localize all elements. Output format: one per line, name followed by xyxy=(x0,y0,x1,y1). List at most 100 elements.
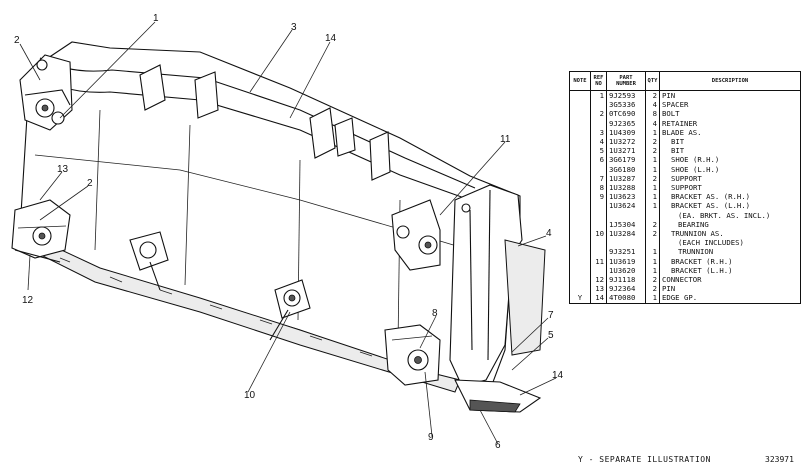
note-cell xyxy=(569,109,591,119)
parts-table: NOTE REF NO PART NUMBER QTY DESCRIPTION … xyxy=(569,71,801,304)
qty-cell: 1 xyxy=(645,155,660,165)
part-number-cell: 1U3271 xyxy=(606,146,646,156)
ref-no-cell: 1 xyxy=(590,90,607,101)
qty-cell: 1 xyxy=(645,127,660,138)
note-cell xyxy=(569,155,591,165)
description-cell: EDGE GP. xyxy=(659,293,801,304)
description-text: (EACH INCLUDES) xyxy=(678,238,744,248)
qty-cell: 1 xyxy=(645,265,660,276)
description-text: SPACER xyxy=(662,100,689,110)
description-text: (EA. BRKT. AS. INCL.) xyxy=(678,210,771,220)
description-text: TRUNNION xyxy=(678,247,714,257)
part-number-cell: 3G6180 xyxy=(606,164,646,174)
note-cell xyxy=(569,127,591,138)
callout-3: 3 xyxy=(291,22,297,33)
ref-no-cell: 12 xyxy=(590,275,607,285)
description-text: BEARING xyxy=(678,219,709,229)
ref-no-cell: 8 xyxy=(590,183,607,193)
table-row: (EA. BRKT. AS. INCL.) xyxy=(569,210,801,220)
description-text: BIT xyxy=(671,137,685,147)
part-number-cell: 1U3623 xyxy=(606,192,646,202)
ref-no-cell: 11 xyxy=(590,256,607,266)
ref-no-cell: 7 xyxy=(590,173,607,184)
parts-table-header: NOTE REF NO PART NUMBER QTY DESCRIPTION xyxy=(569,71,801,91)
ref-no-cell: 3 xyxy=(590,127,607,138)
note-cell xyxy=(569,275,591,285)
part-number-cell: 1U3284 xyxy=(606,229,646,239)
header-qty: QTY xyxy=(645,71,660,91)
note-cell xyxy=(569,265,591,276)
callout-8: 8 xyxy=(432,308,438,319)
note-cell xyxy=(569,146,591,156)
description-cell: BIT xyxy=(659,137,801,147)
ref-no-cell: 9 xyxy=(590,192,607,202)
part-number-cell: 9J1118 xyxy=(606,275,646,285)
qty-cell: 1 xyxy=(645,256,660,266)
callout-7: 7 xyxy=(548,310,554,321)
right-bracket xyxy=(391,199,471,271)
description-text: BOLT xyxy=(662,109,680,119)
header-note: NOTE xyxy=(569,71,591,91)
part-number-cell xyxy=(606,210,646,220)
ref-no-cell xyxy=(590,100,607,110)
note-cell xyxy=(569,238,591,248)
lower-right-support xyxy=(384,324,441,386)
part-number-cell: 1U3620 xyxy=(606,265,646,276)
callout-4: 4 xyxy=(546,228,552,239)
callout-14-lower: 14 xyxy=(552,370,564,381)
qty-cell: 1 xyxy=(645,164,660,174)
table-row: (EACH INCLUDES) xyxy=(569,238,801,248)
ref-no-cell: 4 xyxy=(590,137,607,147)
callout-9: 9 xyxy=(428,432,434,443)
ref-no-cell xyxy=(590,247,607,257)
part-number-cell: 1U3287 xyxy=(606,173,646,184)
description-cell: BRACKET AS. (R.H.) xyxy=(659,192,801,202)
description-cell: PIN xyxy=(659,90,801,101)
ref-no-cell: 2 xyxy=(590,109,607,119)
ref-no-cell xyxy=(590,265,607,276)
part-number-cell: 1U3619 xyxy=(606,256,646,266)
part-number-cell: 4T0080 xyxy=(606,293,646,304)
description-cell: BRACKET AS. (L.H.) xyxy=(659,201,801,211)
callout-2-top: 2 xyxy=(14,35,20,46)
description-cell: BRACKET (L.H.) xyxy=(659,265,801,276)
description-cell: SHOE (R.H.) xyxy=(659,155,801,165)
description-cell: BIT xyxy=(659,146,801,156)
description-text: EDGE GP. xyxy=(662,293,698,303)
qty-cell: 2 xyxy=(645,173,660,184)
description-text: RETAINER xyxy=(662,118,698,128)
note-cell xyxy=(569,229,591,239)
description-cell: BOLT xyxy=(659,109,801,119)
description-cell: (EACH INCLUDES) xyxy=(659,238,801,248)
ref-no-cell: 10 xyxy=(590,229,607,239)
description-cell: TRUNNION xyxy=(659,247,801,257)
description-cell: SUPPORT xyxy=(659,173,801,184)
header-description: DESCRIPTION xyxy=(659,71,801,91)
part-number-cell: 3G6179 xyxy=(606,155,646,165)
description-cell: RETAINER xyxy=(659,118,801,128)
qty-cell: 1 xyxy=(645,293,660,304)
qty-cell: 2 xyxy=(645,219,660,230)
description-cell: PIN xyxy=(659,284,801,294)
trunnion-brackets xyxy=(129,231,311,341)
note-cell: Y xyxy=(569,293,591,304)
qty-cell: 1 xyxy=(645,247,660,257)
note-cell xyxy=(569,192,591,202)
qty-cell: 1 xyxy=(645,192,660,202)
note-cell xyxy=(569,118,591,128)
ref-no-cell xyxy=(590,238,607,248)
description-cell: (EA. BRKT. AS. INCL.) xyxy=(659,210,801,220)
left-lower-bracket xyxy=(11,199,71,263)
top-gussets xyxy=(139,64,391,181)
description-cell: CONNECTOR xyxy=(659,275,801,285)
